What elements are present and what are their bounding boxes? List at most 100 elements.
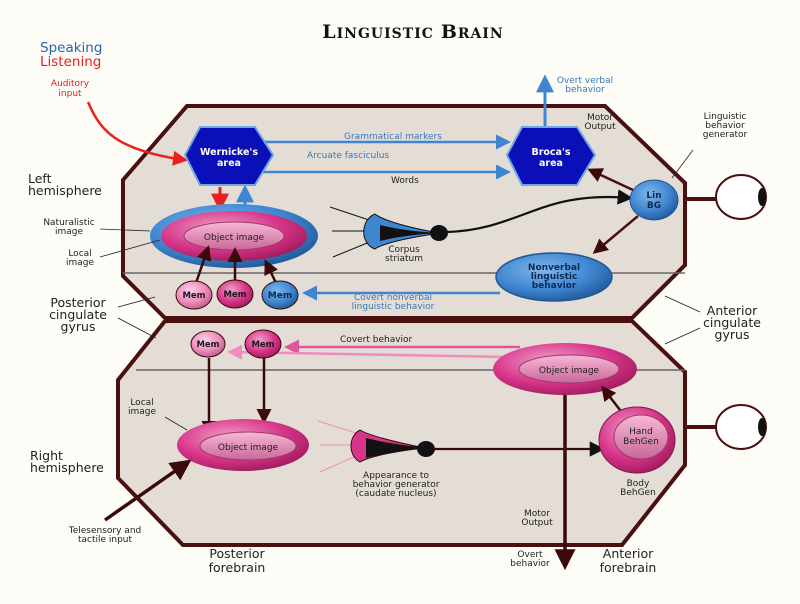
text-line: behavior [565,85,605,95]
text-line: Body [627,479,650,489]
text-line: image [55,227,83,237]
striatum-to-linbg-path [446,189,634,234]
linbg-to-broca-arrow [587,168,634,192]
text-line: BG [647,201,661,211]
text-line: behavior [705,121,745,131]
mem3-arrow [264,259,278,284]
text-line: Nonverbal [528,263,580,273]
object-image-right-anterior-node: Object image [493,343,637,395]
text-line: image [66,258,94,268]
text-line: Local [68,249,91,259]
auditory-input-arrow [86,101,188,166]
object-image-left-node: Object image [150,204,318,268]
text-line: Posterior [50,295,106,310]
posterior-cingulate-leader-1 [117,296,156,308]
text-line: linguistic behavior [352,302,435,312]
text-line: forebrain [209,560,266,575]
svg-text:Mem: Mem [251,340,274,350]
grammatical-markers-label: Grammatical markers [344,132,442,142]
text-line: Covert nonverbal [354,293,432,303]
naturalistic-leader [99,228,151,232]
object-image-label: Object image [204,233,265,243]
linbg-to-nonverbal-arrow [592,215,639,254]
text-line: Broca's [531,147,570,158]
arcuate-fasciculus-label: Arcuate fasciculus [307,151,389,161]
text-line: image [128,407,156,417]
text-line: Hand [629,427,653,437]
object-image-right-posterior-node: Object image [177,419,309,471]
text-line: hemisphere [28,183,102,198]
posterior-cingulate-leader-2 [117,317,157,339]
text-line: BehGen [620,488,656,498]
local-image-right-leader [164,416,188,431]
svg-text:Object image: Object image [218,443,279,453]
svg-text:Object image: Object image [539,366,600,376]
text-line: gyrus [715,327,750,342]
mem1-arrow [194,245,212,284]
anterior-cingulate-leader-1 [664,295,701,313]
text-line: Overt [517,550,543,560]
text-line: Overt verbal [557,76,613,86]
text-line: gyrus [61,319,96,334]
text-line: input [58,89,82,99]
mem-node-left-1: Mem [175,280,213,310]
text-line: Output [584,122,616,132]
mem-node-left-2: Mem [216,279,254,309]
text-line: cingulate [49,307,107,322]
mem-node-right-2: Mem [244,329,282,359]
behgen-to-object-arrow [601,385,621,411]
mem-node-right-1: Mem [190,330,226,358]
text-line: linguistic [531,272,578,282]
text-line: Appearance to [363,471,429,481]
text-line: Corpus [388,245,420,255]
svg-text:Mem: Mem [182,291,205,301]
text-line: generator [703,130,748,140]
text-line: forebrain [600,560,657,575]
text-line: Motor [524,509,550,519]
text-line: tactile input [78,535,133,545]
svg-text:Mem: Mem [196,340,219,350]
text-line: Local [130,398,153,408]
text-line: Motor [587,113,613,123]
svg-text:Mem: Mem [268,291,292,301]
svg-text:Mem: Mem [223,290,246,300]
text-line: (caudate nucleus) [355,489,436,499]
mem-node-left-3: Mem [261,280,299,310]
text-line: BehGen [623,437,659,447]
text-line: Wernicke's [200,147,258,158]
covert-behavior-label: Covert behavior [340,335,413,345]
text-line: hemisphere [30,460,104,475]
text-line: behavior [510,559,550,569]
text-line: behavior generator [353,480,440,490]
text-line: Left [28,171,52,186]
legend-listening: Listening [40,54,101,70]
text-line: Auditory [51,79,90,89]
text-line: Output [521,518,553,528]
diagram-title: LINGUISTIC BRAIN [322,21,503,43]
telesensory-input-arrow [103,459,192,522]
text-line: striatum [385,254,423,264]
